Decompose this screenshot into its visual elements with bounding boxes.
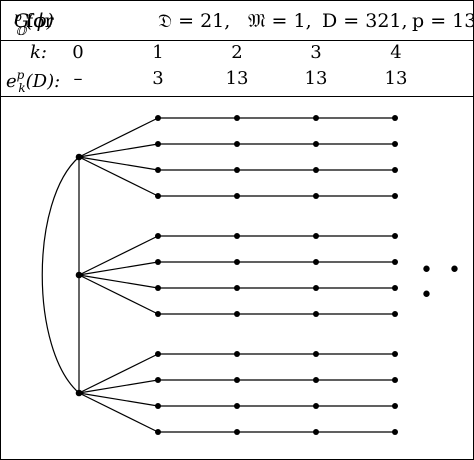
e-symbol: e (6, 71, 17, 92)
vertex (313, 285, 319, 291)
vertex (392, 167, 398, 173)
e-value: 13 (225, 68, 249, 89)
vertex (155, 193, 161, 199)
top-rule (0, 0, 474, 1)
vertex (313, 429, 319, 435)
vertex (155, 167, 161, 173)
cycle-arc (41, 156, 80, 394)
vertex (234, 403, 240, 409)
k-value: 3 (310, 42, 322, 63)
vertex (392, 311, 398, 317)
e-sup: p (16, 68, 25, 82)
branch-edge (78, 117, 159, 158)
branch-edge (78, 156, 159, 171)
branch-edge (78, 143, 159, 158)
vertex (234, 377, 240, 383)
vertex (392, 377, 398, 383)
vertex (392, 233, 398, 239)
graph-arg: (ϕ) (26, 10, 54, 32)
vertex (155, 311, 161, 317)
e-arg: (D): (25, 71, 61, 92)
vertex (313, 233, 319, 239)
e-sub: k (18, 81, 26, 95)
vertex (234, 167, 240, 173)
k-value: 2 (231, 42, 243, 63)
vertex (234, 351, 240, 357)
vertex (313, 115, 319, 121)
graph-sub: 𝕆 (15, 24, 27, 38)
vertex (234, 285, 240, 291)
frak-d-value: 𝔇 = 21, (158, 10, 231, 32)
vertex (234, 193, 240, 199)
vertex (155, 429, 161, 435)
vertex (234, 311, 240, 317)
vertex (155, 351, 161, 357)
k-table: k: epk(D): 0 1 2 3 4 – 3 13 13 13 (0, 42, 474, 95)
e-value: 3 (152, 68, 164, 89)
vertex (392, 403, 398, 409)
vertex (313, 141, 319, 147)
vertex (392, 429, 398, 435)
vertex (155, 285, 161, 291)
vertex (313, 403, 319, 409)
e-value: 13 (304, 68, 328, 89)
branch-edge (78, 379, 159, 394)
header-rule (0, 40, 474, 41)
vertex (392, 285, 398, 291)
vertex (155, 259, 161, 265)
continuation-dots: • • • (420, 258, 465, 308)
table-rule (0, 96, 474, 97)
branch-edge (78, 274, 159, 315)
frak-m-value: 𝔐 = 1, (248, 10, 312, 32)
vertex (313, 167, 319, 173)
branch-edge (78, 235, 159, 276)
e-value: 13 (384, 68, 408, 89)
root-vertex (75, 389, 83, 397)
vertex (313, 351, 319, 357)
k-value: 4 (390, 42, 402, 63)
vertex (392, 115, 398, 121)
branch-edge (78, 392, 159, 433)
branch-edge (78, 156, 159, 197)
graph-sup: p (14, 10, 22, 24)
vertex (313, 193, 319, 199)
vertex (155, 403, 161, 409)
for-word: for (26, 10, 54, 32)
d-value: D = 321, (322, 10, 408, 32)
vertex (155, 115, 161, 121)
vertex (234, 259, 240, 265)
vertex (313, 311, 319, 317)
vertex (234, 141, 240, 147)
vertex (392, 351, 398, 357)
branch-edge (78, 392, 159, 407)
k-value: 1 (152, 42, 164, 63)
vertex (155, 141, 161, 147)
vertex (234, 233, 240, 239)
vertex (313, 259, 319, 265)
branch-edge (78, 274, 159, 289)
vertex (392, 259, 398, 265)
vertex (392, 193, 398, 199)
p-value: p = 13 (412, 10, 474, 32)
vertex (155, 377, 161, 383)
k-label: k: (30, 42, 47, 63)
k-value: 0 (72, 42, 84, 63)
vertex (155, 233, 161, 239)
vertex (392, 141, 398, 147)
vertex (234, 115, 240, 121)
graph-symbol: G (14, 10, 30, 32)
vertex (313, 377, 319, 383)
e-value: – (73, 68, 83, 89)
root-vertex (75, 271, 83, 279)
vertex (234, 429, 240, 435)
branch-edge (78, 261, 159, 276)
e-label: epk(D): (6, 68, 60, 95)
root-vertex (75, 153, 83, 161)
branch-edge (78, 353, 159, 394)
